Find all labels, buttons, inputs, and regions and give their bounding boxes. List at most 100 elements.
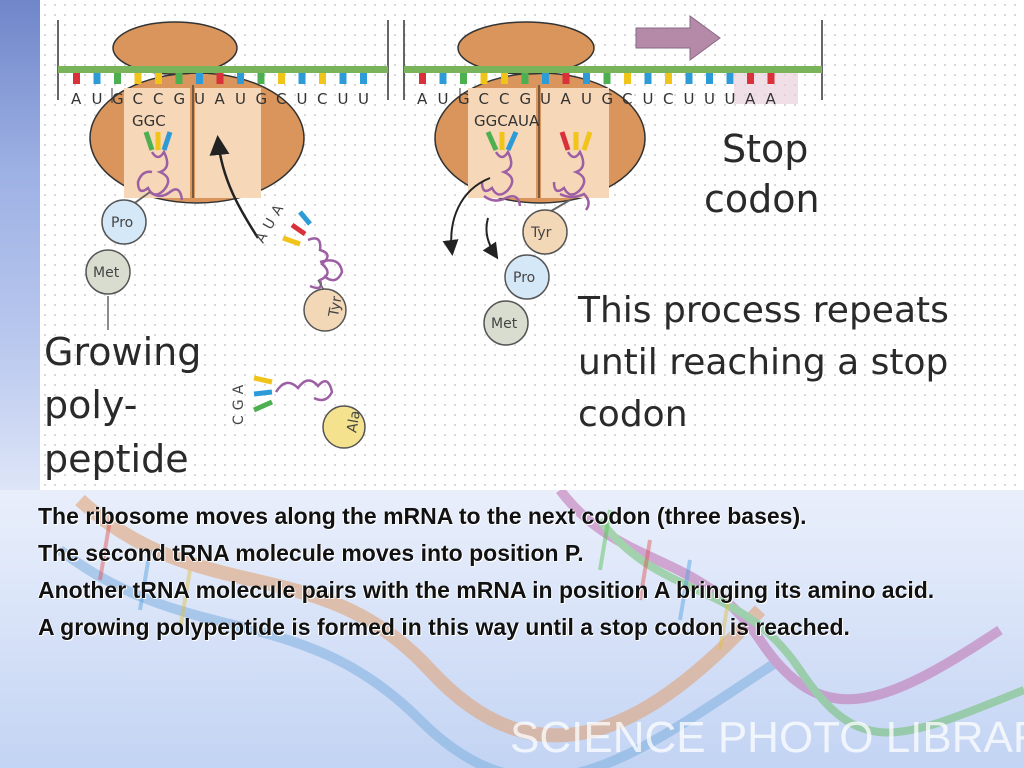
mrna-base-tick <box>257 73 265 84</box>
mrna-base-letter: C <box>153 90 163 108</box>
mrna-base-tick <box>298 73 306 84</box>
mrna-base-tick <box>562 73 570 84</box>
mrna-base-tick <box>747 73 754 84</box>
amino-acid-met-right <box>483 300 529 346</box>
mrna-base-tick <box>93 73 101 84</box>
mrna-base-letter: U <box>704 90 715 108</box>
mrna-base-letter: U <box>194 90 205 108</box>
mrna-base-letter: U <box>540 90 551 108</box>
amino-acid-met <box>85 249 131 295</box>
bullet-item: Another tRNA molecule pairs with the mRN… <box>38 577 935 603</box>
mrna-base-letter: U <box>235 90 246 108</box>
process-label-line-1: This process repeats <box>577 290 949 331</box>
mrna-base-tick <box>583 73 590 84</box>
mrna-base-tick <box>134 73 142 84</box>
polypeptide-chain-left: Pro Met <box>85 191 151 330</box>
amino-acid-label: Met <box>93 265 120 281</box>
watermark-text: SCIENCE PHOTO LIBRARY <box>510 713 1024 762</box>
amino-acid-label: Pro <box>513 270 535 286</box>
amino-acid-pro-right <box>504 254 550 300</box>
mrna-base-letter: A <box>215 90 226 108</box>
mrna-base-letter: C <box>499 90 509 108</box>
mrna-bases-left <box>73 73 367 84</box>
mrna-base-tick <box>706 73 713 84</box>
mrna-base-letter: G <box>256 90 268 108</box>
mrna-base-letter: G <box>458 90 470 108</box>
mrna-base-tick <box>624 73 631 84</box>
mrna-base-letter: U <box>438 90 449 108</box>
polypeptide-chain-right: Tyr Pro Met <box>483 199 571 346</box>
mrna-base-letter: U <box>358 90 369 108</box>
mrna-base-letter: G <box>174 90 186 108</box>
mrna-backbone-left <box>58 66 388 73</box>
stop-label-line-2: codon <box>704 177 820 221</box>
process-label-line-3: codon <box>578 394 688 435</box>
mrna-base-tick <box>175 73 183 84</box>
ribosome-direction-arrow <box>635 15 721 61</box>
mrna-base-tick <box>237 73 244 84</box>
mrna-base-tick <box>216 73 224 84</box>
mrna-base-letter: C <box>479 90 489 108</box>
bullet-list: The ribosome moves along the mRNA to the… <box>38 505 958 653</box>
amino-acid-tyr <box>303 288 347 332</box>
mrna-base-tick <box>726 73 734 84</box>
mrna-base-letter: A <box>417 90 428 108</box>
left-decorative-strip <box>0 0 40 490</box>
mrna-base-tick <box>339 73 347 84</box>
dna-background-art: SCIENCE PHOTO LIBRARY <box>0 490 1024 768</box>
stop-label-line-1: Stop <box>722 127 808 171</box>
incoming-arrow <box>209 135 260 239</box>
mrna-base-tick <box>155 73 162 84</box>
mrna-base-tick <box>521 73 529 84</box>
mrna-base-letter: C <box>317 90 327 108</box>
mrna-base-tick <box>501 73 508 84</box>
amino-acid-pro <box>101 199 147 245</box>
mrna-base-tick <box>542 73 549 84</box>
mrna-base-letter: C <box>622 90 632 108</box>
mrna-base-tick <box>480 73 488 84</box>
caption-line-2: poly- <box>44 383 137 427</box>
amino-acid-label: Met <box>491 316 518 332</box>
mrna-base-letter: G <box>602 90 614 108</box>
mrna-base-letter: C <box>663 90 673 108</box>
mrna-base-tick <box>419 73 426 84</box>
trna-p-site-right <box>480 130 522 207</box>
amino-acid-label: Tyr <box>530 225 552 241</box>
mrna-base-letter: G <box>520 90 532 108</box>
mrna-base-tick <box>439 73 447 84</box>
caption-line-3: peptide <box>44 437 189 481</box>
mrna-base-letter: U <box>297 90 308 108</box>
mrna-base-letter: U <box>684 90 695 108</box>
mrna-base-tick <box>603 73 611 84</box>
bullet-item: A growing polypeptide is formed in this … <box>38 614 850 640</box>
mrna-base-tick <box>114 73 121 84</box>
caption-line-1: Growing <box>44 330 201 374</box>
transfer-arrow <box>442 177 491 256</box>
amino-acid-tyr-right <box>522 209 568 255</box>
mrna-base-tick <box>319 73 326 84</box>
mrna-base-letter: U <box>643 90 654 108</box>
mrna-base-letter: U <box>581 90 592 108</box>
trna-a-site-right <box>552 131 593 211</box>
trna-p-site-left <box>136 131 184 201</box>
mrna-base-tick <box>360 73 367 84</box>
mrna-base-tick <box>644 73 652 84</box>
mrna-base-letter: U <box>338 90 349 108</box>
mrna-base-letter: C <box>133 90 143 108</box>
process-label-line-2: until reaching a stop <box>578 342 948 383</box>
amino-acid-label: Tyr <box>326 295 346 319</box>
incoming-trna-tyr: AUA Tyr <box>253 197 347 332</box>
mrna-base-tick <box>196 73 203 84</box>
mrna-base-tick <box>767 73 775 84</box>
bullet-item: The second tRNA molecule moves into posi… <box>38 540 584 566</box>
mrna-base-letter: U <box>725 90 736 108</box>
mrna-base-letter: C <box>276 90 286 108</box>
mrna-base-tick <box>73 73 80 84</box>
extra-trna-ala: CGA Ala <box>231 375 366 449</box>
mrna-base-tick <box>460 73 467 84</box>
bullet-item: The ribosome moves along the mRNA to the… <box>38 503 807 529</box>
